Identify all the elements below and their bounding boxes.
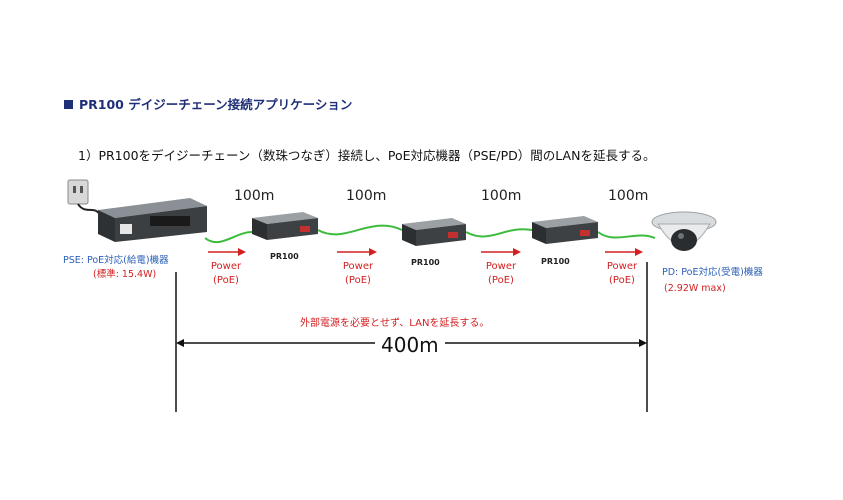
- extension-note: 外部電源を必要とせず、LANを延長する。: [300, 318, 490, 329]
- cable-1: [204, 231, 253, 244]
- total-distance-label: 400m: [375, 333, 445, 357]
- distance-label-4: 100m: [608, 188, 649, 204]
- cable-3: [465, 228, 533, 238]
- pse-device-name: PSE: PoE対応(給電)機器: [63, 255, 169, 266]
- power-arrow-2: [337, 248, 377, 256]
- pd-power-rating: (2.92W max): [664, 283, 726, 294]
- repeater-2-icon: [402, 218, 466, 246]
- cable-2: [317, 224, 403, 236]
- heading-text: PR100 デイジーチェーン接続アプリケーション: [79, 97, 353, 112]
- pse-switch-icon: [98, 198, 207, 242]
- distance-label-1: 100m: [234, 188, 275, 204]
- power-arrow-1: [208, 248, 246, 256]
- distance-label-3: 100m: [481, 188, 522, 204]
- repeater-3-icon: [532, 216, 598, 244]
- repeater-3-label: PR100: [541, 257, 570, 266]
- distance-label-2: 100m: [346, 188, 387, 204]
- power-label-4: Power(PoE): [606, 261, 638, 286]
- pd-device-name: PD: PoE対応(受電)機器: [662, 267, 763, 278]
- power-outlet-icon: [67, 179, 101, 216]
- repeater-1-icon: [252, 212, 318, 240]
- power-arrow-3: [481, 248, 521, 256]
- description: 1）PR100をデイジーチェーン（数珠つなぎ）接続し、PoE対応機器（PSE/P…: [78, 148, 656, 163]
- section-heading: PR100 デイジーチェーン接続アプリケーション: [64, 94, 352, 113]
- pse-power-rating: (標準: 15.4W): [93, 269, 157, 280]
- distance-arrow-left: [176, 339, 184, 347]
- power-arrow-4: [605, 248, 643, 256]
- power-label-1: Power(PoE): [210, 261, 242, 286]
- repeater-1-label: PR100: [270, 252, 299, 261]
- dome-camera-icon: [651, 211, 717, 251]
- power-label-3: Power(PoE): [485, 261, 517, 286]
- repeater-2-label: PR100: [411, 258, 440, 267]
- bullet-square-icon: [64, 100, 73, 109]
- cable-4: [597, 231, 656, 239]
- power-label-2: Power(PoE): [342, 261, 374, 286]
- distance-arrow-right: [639, 339, 647, 347]
